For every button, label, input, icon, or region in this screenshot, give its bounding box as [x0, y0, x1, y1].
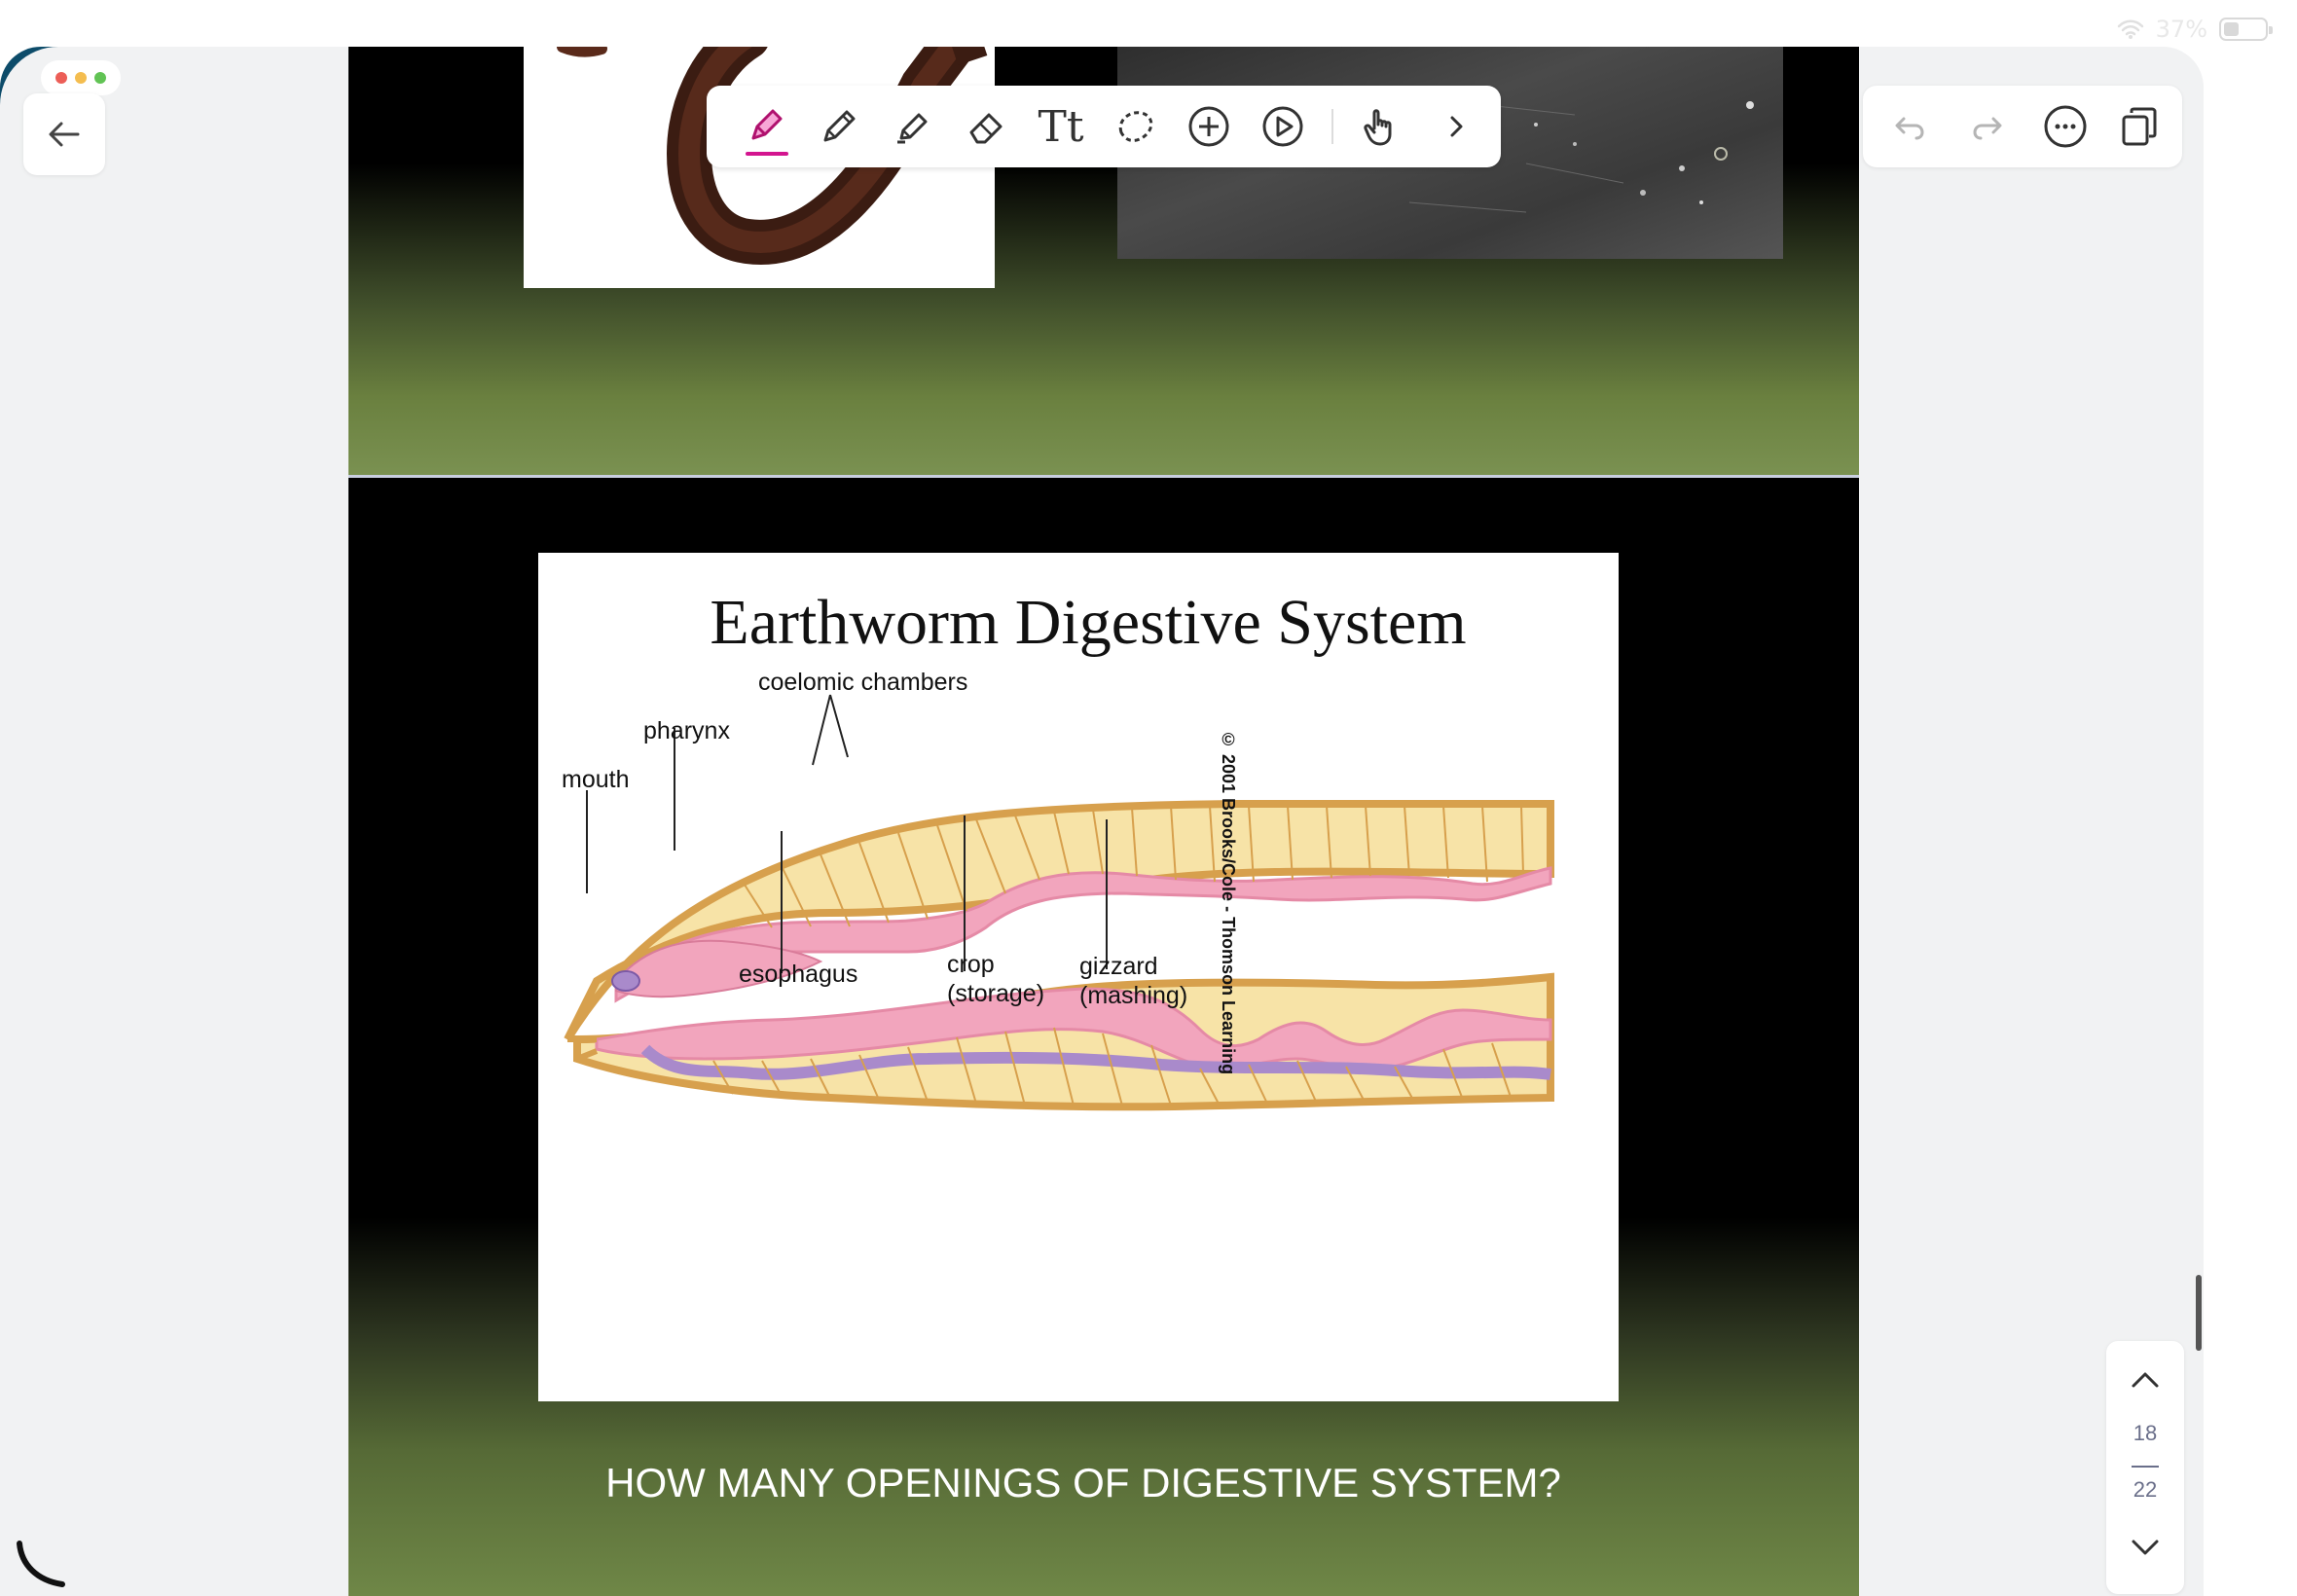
current-page: 18: [2133, 1421, 2158, 1445]
label-pharynx: pharynx: [643, 717, 730, 744]
more-icon: [2044, 105, 2087, 148]
slide-divider: [348, 475, 1859, 478]
lasso-icon: [1118, 111, 1153, 142]
document-toolbar: [1863, 86, 2182, 167]
lasso-tool-button[interactable]: [1106, 97, 1164, 156]
maximize-dot[interactable]: [94, 72, 106, 84]
redo-button[interactable]: [1958, 97, 2017, 156]
app-window: Earthworm Digestive System: [0, 47, 2204, 1596]
touch-tool-button[interactable]: [1351, 97, 1409, 156]
home-indicator-arc: [17, 1541, 65, 1587]
document-canvas[interactable]: Earthworm Digestive System: [348, 47, 1859, 1596]
page-down-button[interactable]: [2126, 1532, 2165, 1568]
label-gizzard: gizzard (mashing): [1079, 953, 1188, 1009]
scrollbar[interactable]: [2196, 1275, 2202, 1351]
more-options-button[interactable]: [2036, 97, 2095, 156]
label-crop: crop (storage): [947, 951, 1045, 1007]
pen-icon: [751, 109, 783, 140]
digestive-diagram: Earthworm Digestive System: [538, 553, 1619, 1401]
pencil-tool-button[interactable]: [810, 97, 868, 156]
slide-question: HOW MANY OPENINGS OF DIGESTIVE SYSTEM?: [605, 1460, 1561, 1505]
diagram-title: Earthworm Digestive System: [710, 587, 1467, 658]
text-icon: Tt: [1038, 101, 1084, 152]
minimize-dot[interactable]: [75, 72, 87, 84]
copyright-notice: © 2001 Brooks/Cole - Thomson Learning: [1219, 730, 1238, 1075]
label-coelomic-chambers: coelomic chambers: [758, 669, 968, 696]
touch-icon: [1364, 109, 1392, 146]
play-tool-button[interactable]: [1254, 97, 1312, 156]
chevron-right-icon: [1450, 116, 1463, 137]
chevron-up-icon: [2132, 1372, 2159, 1388]
back-button[interactable]: [23, 93, 105, 175]
label-esophagus: esophagus: [739, 961, 858, 988]
eraser-icon: [969, 113, 1003, 144]
pages-button[interactable]: [2110, 97, 2169, 156]
highlighter-tool-button[interactable]: [884, 97, 942, 156]
redo-icon: [1973, 117, 2002, 140]
page-navigator: 18 22: [2106, 1341, 2184, 1594]
close-dot[interactable]: [55, 72, 67, 84]
total-pages: 22: [2133, 1477, 2158, 1502]
pen-tool-button[interactable]: [736, 97, 794, 156]
battery-percent: 37%: [2155, 16, 2207, 43]
window-controls[interactable]: [41, 60, 121, 95]
battery-icon: [2219, 18, 2273, 41]
active-tool-indicator: [746, 152, 788, 156]
add-tool-button[interactable]: [1180, 97, 1238, 156]
undo-button[interactable]: [1880, 97, 1939, 156]
pages-icon: [2122, 107, 2157, 146]
chevron-down-icon: [2132, 1540, 2159, 1555]
earthworm-photo: [524, 47, 995, 288]
status-indicators: 37%: [2117, 16, 2273, 43]
earthworm-cross-section: [564, 694, 1554, 1111]
status-time: 5:14 PM Thu Mar 26: [32, 14, 312, 44]
page-divider: [2132, 1466, 2159, 1468]
toolbar-expand-button[interactable]: [1427, 97, 1485, 156]
annotation-toolbar: Tt: [707, 86, 1501, 167]
play-icon: [1262, 106, 1303, 147]
pencil-icon: [823, 110, 856, 142]
text-tool-button[interactable]: Tt: [1032, 97, 1090, 156]
undo-icon: [1895, 117, 1924, 140]
eraser-tool-button[interactable]: [958, 97, 1016, 156]
label-mouth: mouth: [562, 766, 630, 793]
wifi-icon: [2117, 19, 2143, 39]
toolbar-separator: [1331, 109, 1333, 144]
highlighter-icon: [897, 113, 928, 144]
page-up-button[interactable]: [2126, 1364, 2165, 1400]
status-bar: 5:14 PM Thu Mar 26: [0, 0, 2297, 58]
add-icon: [1188, 106, 1229, 147]
arrow-left-icon: [49, 122, 80, 147]
